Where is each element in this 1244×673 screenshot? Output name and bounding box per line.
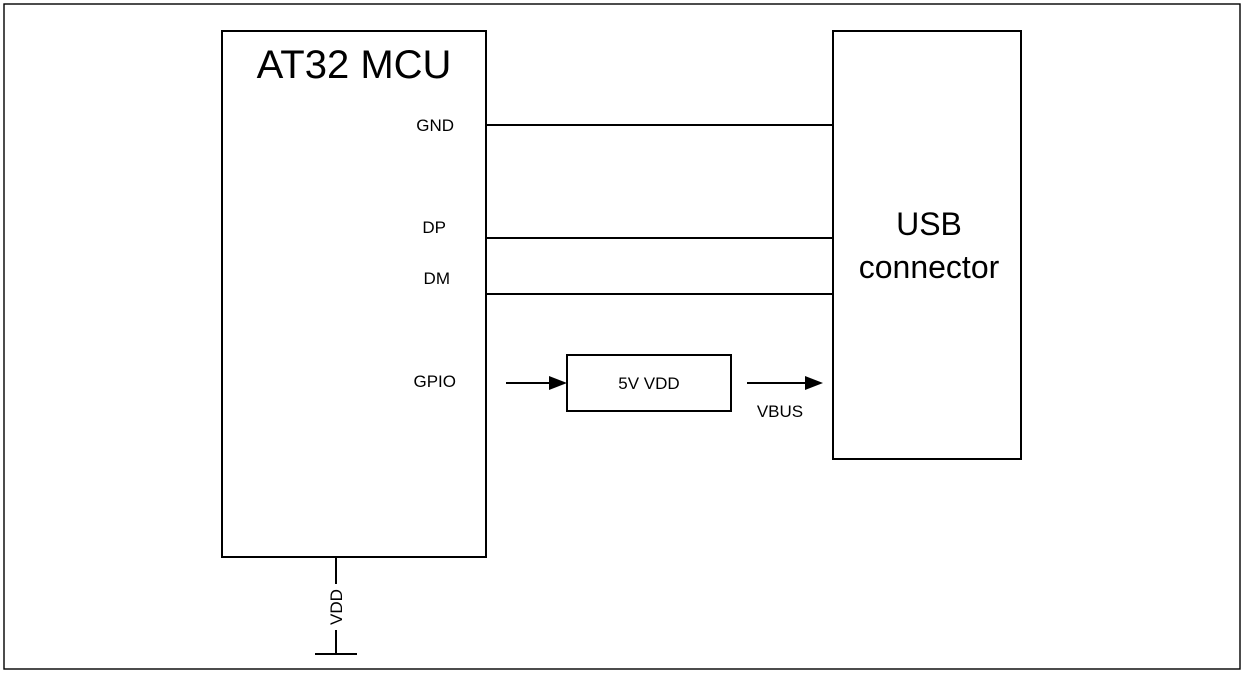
regulator-block <box>566 354 732 412</box>
usb-connector-label-line2: connector <box>859 249 1000 285</box>
diagram-frame <box>3 3 1241 670</box>
vbus-arrowhead <box>805 376 823 390</box>
regulator-label: 5V VDD <box>618 374 679 393</box>
gpio-arrowhead <box>549 376 567 390</box>
pin-label-gpio: GPIO <box>413 372 456 391</box>
pin-label-dp: DP <box>422 218 446 237</box>
vbus-label: VBUS <box>757 402 803 421</box>
vdd-label: VDD <box>327 589 346 625</box>
vdd-label-background <box>327 584 345 630</box>
usb-connector-block <box>832 30 1022 460</box>
pin-label-dm: DM <box>424 269 450 288</box>
mcu-title: AT32 MCU <box>257 43 452 87</box>
mcu-block <box>221 30 487 558</box>
pin-label-gnd: GND <box>416 116 454 135</box>
usb-connector-label-line1: USB <box>896 206 962 242</box>
